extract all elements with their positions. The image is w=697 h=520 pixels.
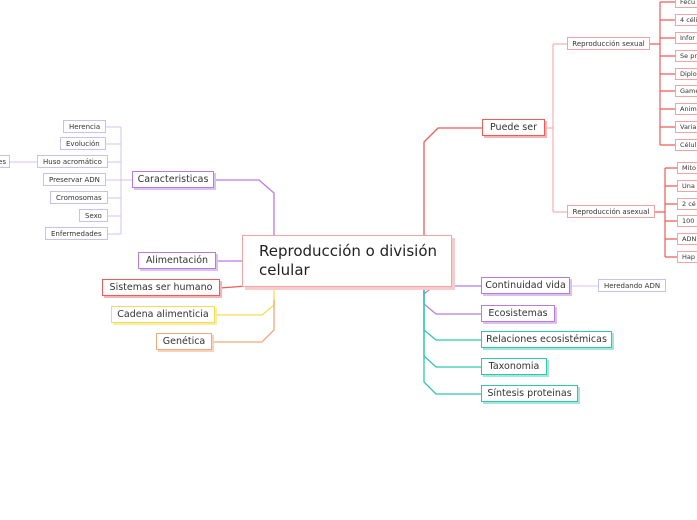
node-sexual-8[interactable]: Varia xyxy=(675,121,697,133)
node-relaciones-ecosistemicas[interactable]: Relaciones ecosistémicas xyxy=(481,331,612,348)
node-asexual-2[interactable]: Una xyxy=(677,180,697,192)
node-asexual-6[interactable]: Hap xyxy=(677,251,697,263)
node-sexual-7[interactable]: Anim xyxy=(675,103,697,115)
node-alimentacion[interactable]: Alimentación xyxy=(138,252,216,269)
node-ecosistemas[interactable]: Ecosistemas xyxy=(481,305,555,322)
node-puede-ser[interactable]: Puede ser xyxy=(482,119,545,136)
node-asexual-1[interactable]: Mito xyxy=(677,162,697,174)
central-topic[interactable]: Reproducción o división celular xyxy=(242,235,452,287)
node-sexual-3[interactable]: Infor xyxy=(675,32,697,44)
node-cromosomas[interactable]: Cromosomas xyxy=(50,191,108,204)
node-enfermedades[interactable]: Enfermedades xyxy=(45,227,108,240)
node-evolucion[interactable]: Evolución xyxy=(60,137,106,150)
node-genetica[interactable]: Genética xyxy=(156,333,212,350)
node-sexual-6[interactable]: Game xyxy=(675,85,697,97)
node-cadena-alimenticia[interactable]: Cadena alimenticia xyxy=(111,306,215,323)
node-asexual-5[interactable]: ADN xyxy=(677,233,697,245)
node-sexual-9[interactable]: Célul xyxy=(675,139,697,151)
node-caracteristicas[interactable]: Caracteristicas xyxy=(132,171,214,188)
node-asexual-3[interactable]: 2 cé xyxy=(677,198,697,210)
node-sexual-5[interactable]: Diplo xyxy=(675,68,697,80)
node-preservar-adn[interactable]: Preservar ADN xyxy=(43,173,106,186)
node-reproduccion-asexual[interactable]: Reproducción asexual xyxy=(567,205,655,218)
node-sexo[interactable]: Sexo xyxy=(79,209,108,222)
node-sintesis-proteinas[interactable]: Síntesis proteinas xyxy=(481,385,578,402)
node-sexual-4[interactable]: Se pr xyxy=(675,50,697,62)
node-herencia[interactable]: Herencia xyxy=(63,120,107,133)
node-reproduccion-sexual[interactable]: Reproducción sexual xyxy=(567,37,650,50)
node-asexual-4[interactable]: 100 xyxy=(677,215,697,227)
node-huso-acromatico[interactable]: Huso acromático xyxy=(37,155,108,168)
node-sistemas-ser-humano[interactable]: Sistemas ser humano xyxy=(102,279,220,296)
node-continuidad-vida[interactable]: Continuidad vida xyxy=(481,277,570,294)
node-partial-left[interactable]: es xyxy=(0,155,10,168)
node-sexual-2[interactable]: 4 céli xyxy=(675,14,697,26)
node-heredando-adn[interactable]: Heredando ADN xyxy=(598,279,666,292)
node-taxonomia[interactable]: Taxonomia xyxy=(481,358,547,375)
node-sexual-1[interactable]: Fecu xyxy=(675,0,697,8)
